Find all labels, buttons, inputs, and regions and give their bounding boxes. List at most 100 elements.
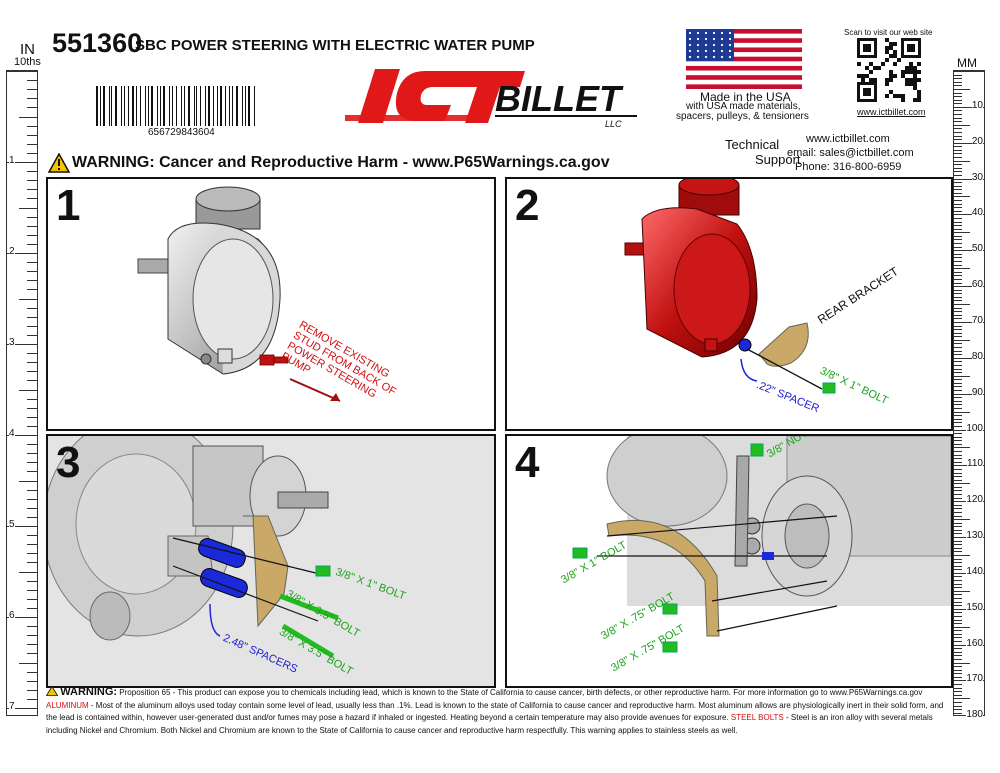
ruler-tick (954, 207, 962, 209)
ruler-tick (954, 486, 962, 488)
ruler-tick (27, 80, 37, 82)
page-title: SBC POWER STEERING WITH ELECTRIC WATER P… (135, 37, 535, 54)
ruler-tick (27, 644, 37, 646)
ruler-tick (954, 243, 962, 245)
ruler-tick (954, 142, 984, 144)
ruler-tick (954, 307, 962, 309)
ruler-tick (27, 626, 37, 628)
ruler-tick (27, 516, 37, 518)
ruler-tick (954, 128, 962, 130)
ruler-tick (27, 471, 37, 473)
made-in-usa: Made in the USA (700, 90, 791, 104)
warning-triangle-icon (45, 685, 59, 696)
ruler-tick (954, 494, 962, 496)
support-website[interactable]: www.ictbillet.com (806, 133, 890, 145)
ruler-unit-mm: MM (957, 56, 977, 70)
ruler-tick (954, 691, 962, 693)
ruler-tick (27, 152, 37, 154)
ruler-tick (954, 655, 962, 657)
barcode (96, 86, 256, 126)
ruler-tick (954, 411, 970, 413)
ruler-tick (7, 344, 37, 345)
ruler-tick (19, 116, 37, 118)
support-label-2: Support (755, 152, 801, 167)
ruler-tick (954, 271, 962, 273)
barcode-number: 656729843604 (148, 127, 215, 138)
support-email[interactable]: email: sales@ictbillet.com (787, 147, 914, 159)
ruler-tick (27, 189, 37, 191)
ruler-tick (954, 651, 962, 653)
engine-front-bracket-illustration (48, 436, 494, 686)
ruler-tick (27, 380, 37, 382)
ruler-tick (19, 298, 37, 300)
ruler-tick (954, 407, 962, 409)
ruler-tick (27, 607, 37, 609)
ruler-tick (954, 171, 962, 173)
ruler-mm-label: 10 (971, 99, 983, 111)
ruler-tick (954, 701, 962, 703)
qr-code-icon[interactable] (857, 38, 921, 102)
ruler-tick (954, 182, 962, 184)
ruler-tick (954, 590, 970, 592)
ruler-tick (27, 444, 37, 446)
ruler-tick (27, 498, 37, 500)
ruler-tick (27, 598, 37, 600)
ruler-tick (954, 250, 984, 252)
ruler-tick (27, 307, 37, 309)
ruler-tick (19, 662, 37, 664)
ruler-tick (19, 389, 37, 391)
ruler-tick (954, 454, 962, 456)
ruler-tick (954, 357, 984, 359)
ruler-tick (27, 198, 37, 200)
step-panel-3: 3 3/8" X 1" BOLT 3/8" X 3.5" BOLT 3/8" X… (46, 434, 496, 688)
ruler-tick (954, 519, 970, 521)
ruler-tick (954, 379, 962, 381)
ruler-tick (954, 239, 962, 241)
ruler-tick (954, 78, 962, 80)
ruler-tick (954, 497, 962, 499)
ruler-tick (27, 698, 37, 700)
ruler-tick (27, 580, 37, 582)
ruler-tick (27, 143, 37, 145)
ruler-tick (954, 85, 962, 87)
qr-caption: Scan to visit our web site (844, 28, 933, 37)
ruler-tick (954, 164, 962, 166)
ruler-tick (954, 368, 962, 370)
footer-prop65-text: Proposition 65 - This product can expose… (119, 688, 923, 697)
ruler-tick (27, 689, 37, 691)
ruler-tick (954, 221, 962, 223)
ruler-tick (954, 196, 970, 198)
ruler-tick (19, 480, 37, 482)
ruler-tick (27, 553, 37, 555)
ruler-mm-label: 30 (971, 171, 983, 183)
ruler-tick (954, 174, 962, 176)
step-number: 2 (515, 181, 540, 230)
ruler-mm-label: 150 (966, 601, 983, 613)
ruler-tick (954, 235, 962, 237)
ruler-mm-label: 100 (966, 422, 983, 434)
ruler-unit-in: IN (20, 41, 35, 58)
ruler-tick (954, 314, 962, 316)
ruler-tick (7, 708, 37, 709)
step-panel-4: 4 3/8" NUT 3/8" X 1" BOLT 3/8" X .75" BO… (505, 434, 953, 688)
ruler-tick (954, 343, 962, 345)
ruler-tick (954, 658, 962, 660)
ruler-tick (954, 336, 962, 338)
ruler-tick (954, 350, 962, 352)
ruler-tick (954, 304, 970, 306)
ruler-tick (954, 587, 962, 589)
ruler-tick (954, 200, 962, 202)
front-bracket-install-illustration (572, 436, 951, 653)
ruler-tick (954, 364, 962, 366)
pump-illustration (137, 186, 341, 402)
ruler-tick (7, 253, 37, 254)
support-phone: Phone: 316-800-6959 (795, 161, 902, 173)
warning-triangle-icon (47, 152, 71, 173)
ruler-tick (7, 71, 37, 72)
ruler-tick (954, 547, 962, 549)
ruler-tick (954, 282, 962, 284)
qr-url[interactable]: www.ictbillet.com (857, 107, 926, 117)
ruler-tick (27, 316, 37, 318)
ruler-tick (954, 526, 962, 528)
ruler-tick (954, 626, 970, 628)
